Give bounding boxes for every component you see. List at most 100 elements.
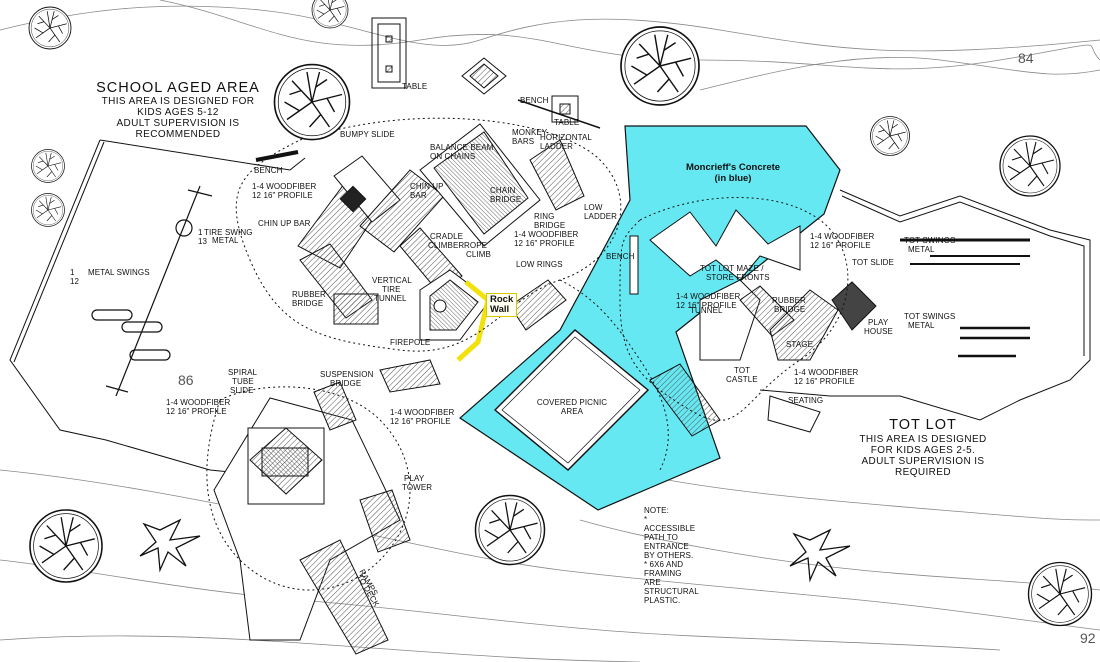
contour-label-84: 84 — [1018, 50, 1034, 66]
label-ring-bridge-2: BRIDGE — [534, 221, 566, 230]
tire-frac-top: 1 — [198, 228, 203, 237]
label-monkey-bars-1: MONKEY — [512, 128, 548, 137]
use-zone-boundaries — [206, 117, 849, 591]
tire-swing-fraction-callout: 1 13 — [198, 228, 207, 246]
tot-lot-structure — [649, 209, 1030, 437]
label-rubber-bridge-right-1: RUBBER — [772, 296, 806, 305]
callout-bottom: 12 — [794, 377, 804, 386]
label-covered-picnic-2: AREA — [560, 407, 584, 416]
label-spiral-1: SPIRAL — [228, 368, 258, 377]
callout-profile: 16" PROFILE — [525, 239, 575, 248]
label-balance-beam-1: BALANCE BEAM — [430, 143, 494, 152]
label-low-rings: LOW RINGS — [516, 260, 563, 269]
callout-bottom: 12 — [514, 239, 524, 248]
label-cradle-climber-1: CRADLE — [430, 232, 464, 241]
label-balance-beam-2: ON CHAINS — [430, 152, 476, 161]
callout-profile: 16" PROFILE — [401, 417, 451, 426]
label-play-house-2: HOUSE — [864, 327, 893, 336]
label-chin-up-bar-2: BAR — [410, 191, 427, 200]
label-suspension-2: BRIDGE — [330, 379, 362, 388]
callout-woodfiber: WOODFIBER — [824, 232, 875, 241]
label-tot-castle-2: CASTLE — [726, 375, 758, 384]
label-low-ladder-1: LOW — [584, 203, 603, 212]
label-tire-swing: TIRE SWING — [204, 228, 253, 237]
label-metal-swings: METAL SWINGS — [88, 268, 150, 277]
callout-bottom: 12 — [252, 191, 262, 200]
label-seating: SEATING — [788, 396, 824, 405]
label-vertical-tire-1: VERTICAL — [372, 276, 412, 285]
swing-fraction-callout: 1 12 — [70, 268, 79, 286]
label-horizontal-ladder-1: HORIZONTAL — [540, 133, 592, 142]
surfacing-callout-6: 1-4 WOODFIBER 12 16" PROFILE — [810, 232, 874, 250]
label-tot-lot-maze-1: TOT LOT MAZE / — [700, 264, 764, 273]
label-suspension-1: SUSPENSION — [320, 370, 374, 379]
tot-lot-line3: ADULT SUPERVISION IS — [861, 456, 985, 467]
school-area-line1: THIS AREA IS DESIGNED FOR — [101, 96, 255, 107]
callout-bottom: 12 — [676, 301, 686, 310]
rock-wall-line1: Rock — [490, 294, 514, 305]
label-bench-left: BENCH — [254, 166, 283, 175]
label-bumpy-slide: BUMPY SLIDE — [340, 130, 395, 139]
label-tire-swing-metal: METAL — [212, 236, 239, 245]
note-line: PATH TO — [644, 533, 678, 542]
school-area-title: SCHOOL AGED AREA — [96, 80, 260, 96]
label-tot-swings-b1: TOT SWINGS — [904, 312, 956, 321]
callout-woodfiber: WOODFIBER — [180, 398, 231, 407]
callout-profile: 16" PROFILE — [821, 241, 871, 250]
covered-picnic-area — [493, 329, 650, 471]
label-horizontal-ladder-2: LADDER — [540, 142, 574, 151]
callout-bottom: 12 — [166, 407, 176, 416]
label-play-house-1: PLAY — [868, 318, 889, 327]
concrete-label-line2: (in blue) — [714, 173, 752, 184]
callout-profile: 16" PROFILE — [687, 301, 737, 310]
label-rubber-bridge-left-2: BRIDGE — [292, 299, 324, 308]
label-tunnel: TUNNEL — [690, 306, 723, 315]
callout-bottom: 12 — [810, 241, 820, 250]
label-stage: STAGE — [786, 340, 814, 349]
callout-whole: 1-4 — [810, 232, 822, 241]
label-table-right: TABLE — [554, 118, 580, 127]
callout-whole: 1-4 — [514, 230, 526, 239]
callout-profile: 16" PROFILE — [263, 191, 313, 200]
tables — [255, 17, 639, 295]
callout-woodfiber: WOODFIBER — [808, 368, 859, 377]
label-table-top: TABLE — [402, 82, 428, 91]
callout-woodfiber: WOODFIBER — [266, 182, 317, 191]
tire-frac-bottom: 13 — [198, 237, 208, 246]
note-title: NOTE: — [644, 506, 669, 515]
surfacing-callout-5: 1-4 WOODFIBER 12 16" PROFILE — [676, 292, 740, 310]
label-rubber-bridge-right-2: BRIDGE — [774, 305, 806, 314]
tot-lot-fence — [759, 189, 1091, 421]
note-line: PLASTIC. — [644, 596, 681, 605]
surfacing-callout-4: 1-4 WOODFIBER 12 16" PROFILE — [390, 408, 454, 426]
shrubs — [139, 518, 851, 583]
callout-whole: 1-4 — [676, 292, 688, 301]
school-area-line2: KIDS AGES 5-12 — [137, 107, 219, 118]
surfacing-callout-1: 1-4 WOODFIBER 12 16" PROFILE — [252, 182, 316, 200]
label-chin-up-bar-left: CHIN UP BAR — [258, 219, 311, 228]
label-tot-swings-2: METAL — [908, 245, 935, 254]
contour-label-92: 92 — [1080, 630, 1096, 646]
swing-sets — [91, 185, 213, 397]
label-tot-swings-b2: METAL — [908, 321, 935, 330]
label-rubber-bridge-left-1: RUBBER — [292, 290, 326, 299]
label-chin-up-bar-1: CHIN UP — [410, 182, 444, 191]
note-line: BY OTHERS. — [644, 551, 694, 560]
callout-profile: 16" PROFILE — [177, 407, 227, 416]
label-ring-bridge-1: RING — [534, 212, 555, 221]
label-covered-picnic-1: COVERED PICNIC — [536, 398, 608, 407]
rock-wall-line2: Wall — [490, 304, 510, 315]
school-play-structure — [297, 123, 585, 393]
note-line: ARE — [644, 578, 661, 587]
label-chain-bridge-1: CHAIN — [490, 186, 516, 195]
swing-frac-top: 1 — [70, 268, 75, 277]
callout-whole: 1-4 — [166, 398, 178, 407]
swing-frac-bottom: 12 — [70, 277, 80, 286]
label-bench-top: BENCH — [520, 96, 549, 105]
callout-woodfiber: WOODFIBER — [528, 230, 579, 239]
label-monkey-bars-2: BARS — [512, 137, 535, 146]
label-low-ladder-2: LADDER — [584, 212, 618, 221]
label-vertical-tire-2: TIRE — [382, 285, 401, 294]
label-vertical-tire-3: TUNNEL — [374, 294, 407, 303]
